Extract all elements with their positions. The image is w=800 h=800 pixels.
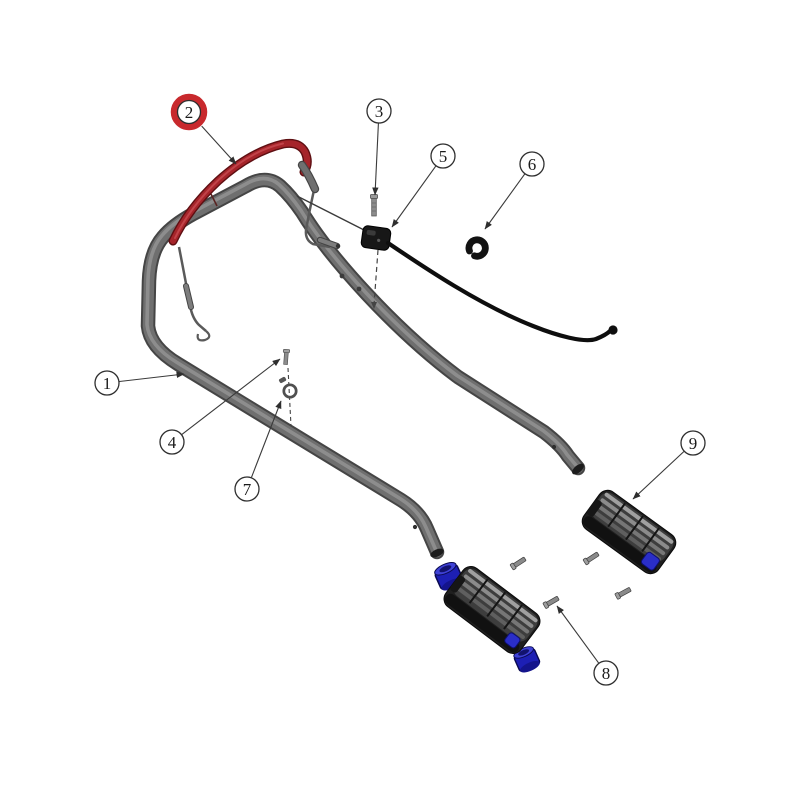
callout-7[interactable]: 7 [234, 400, 282, 502]
bail-end-socket [299, 162, 318, 192]
guide-ring [282, 383, 298, 399]
callout-3-label: 3 [375, 102, 384, 121]
callout-5-label: 5 [439, 147, 448, 166]
c-clip [465, 236, 489, 260]
bail-lever-red [168, 138, 320, 246]
right-rod-end [335, 243, 341, 249]
guide-screw [282, 348, 291, 365]
callout-2-highlighted[interactable]: 2 [170, 93, 237, 165]
mount-bracket-lower [443, 566, 541, 654]
callout-3[interactable]: 3 [366, 98, 392, 196]
callouts: 1 2 3 4 5 6 7 [94, 93, 706, 686]
tube-nub [339, 273, 345, 279]
screw [509, 556, 527, 571]
callout-9-label: 9 [689, 434, 698, 453]
handle-tube [140, 172, 586, 560]
tube-hole [412, 524, 418, 530]
callout-8-label: 8 [602, 664, 611, 683]
callout-4-label: 4 [168, 433, 177, 452]
callout-9[interactable]: 9 [632, 430, 706, 500]
callout-7-label: 7 [243, 480, 252, 499]
callout-6-label: 6 [528, 155, 537, 174]
tube-nub [356, 286, 362, 292]
tube-end-cap [430, 548, 444, 558]
dashed-line-arrow [371, 302, 377, 309]
callout-5[interactable]: 5 [391, 143, 456, 228]
tube-hole [551, 444, 557, 450]
left-rod-hook [196, 330, 211, 342]
callout-6[interactable]: 6 [484, 151, 545, 230]
screw [582, 551, 600, 566]
bail-linkage-rods [177, 189, 367, 342]
bushing-blue-lower [513, 646, 541, 673]
cable-guide-assembly [278, 348, 298, 427]
mount-bracket-upper [581, 489, 677, 575]
adjuster-screw [370, 194, 378, 217]
ring-tab [278, 376, 287, 384]
callout-4[interactable]: 4 [159, 358, 281, 455]
tube-joint-line [210, 193, 218, 207]
callout-1-label: 1 [103, 374, 112, 393]
mounting-screws [509, 551, 632, 609]
tube-end-cap [572, 463, 584, 475]
callout-8[interactable]: 8 [556, 605, 619, 686]
screw [614, 587, 632, 600]
callout-1[interactable]: 1 [94, 370, 185, 396]
assembly-dashed-line [373, 249, 379, 306]
right-rod-sleeve [317, 237, 340, 249]
cable-adjuster-block [360, 194, 392, 309]
inner-wire [296, 195, 367, 232]
callout-2-label: 2 [185, 103, 194, 122]
bracket-blue-insert [640, 551, 660, 571]
cable-end-fitting [608, 325, 618, 335]
control-cable [385, 240, 618, 343]
screw [542, 596, 560, 609]
bracket-blue-insert [504, 632, 521, 649]
left-rod-sleeve [184, 284, 193, 309]
